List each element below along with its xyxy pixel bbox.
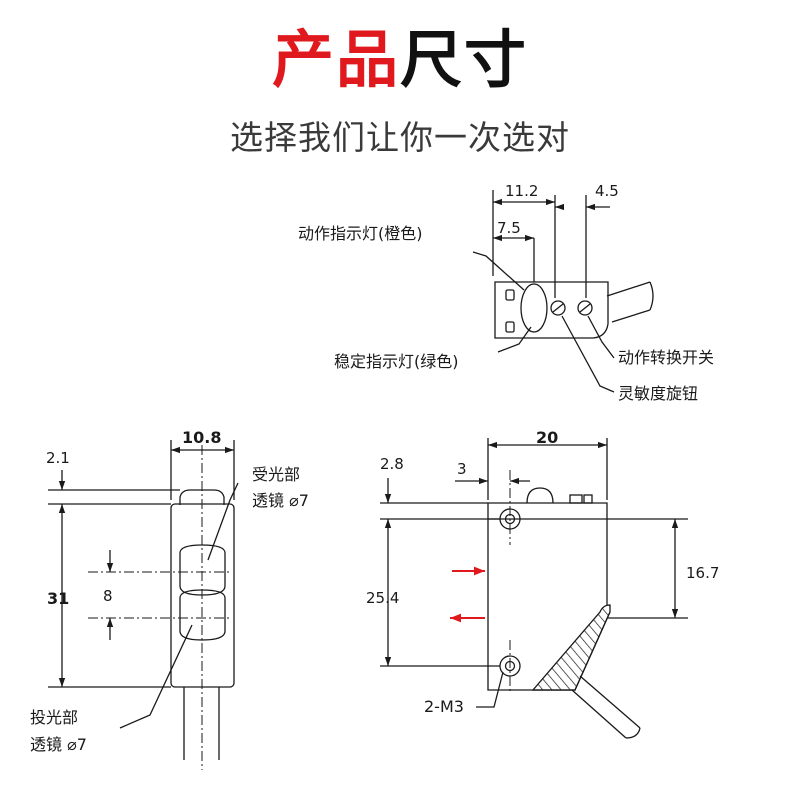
dim-10-8: 10.8 — [182, 428, 221, 447]
leader-action-led — [472, 251, 525, 291]
label-action-led: 动作指示灯(橙色) — [298, 224, 423, 243]
top-view — [472, 190, 654, 393]
leader-emitter-lens — [119, 624, 193, 729]
receiver-lens-icon — [179, 544, 226, 596]
top-view-body — [494, 281, 609, 339]
dim-11-2: 11.2 — [505, 182, 538, 200]
leader-mode-switch — [587, 315, 615, 359]
side-view — [380, 438, 688, 739]
dim-31: 31 — [47, 589, 69, 608]
dim-25-4: 25.4 — [366, 589, 399, 607]
top-view-slot-lower — [505, 321, 515, 333]
leader-stable-led — [497, 326, 532, 353]
top-view-cable — [606, 281, 654, 323]
label-receiver-line2: 透镜 ⌀7 — [252, 491, 309, 510]
dim-16-7: 16.7 — [686, 564, 719, 582]
top-view-slot-upper — [505, 289, 515, 301]
page-title-accent: 产品 — [271, 23, 400, 96]
mode-switch-icon — [577, 300, 593, 316]
side-view-strain-relief — [531, 604, 611, 691]
side-view-body — [487, 502, 608, 691]
label-receiver-line1: 受光部 — [252, 465, 300, 484]
dim-20: 20 — [536, 428, 558, 447]
dim-4-5: 4.5 — [595, 182, 619, 200]
label-stable-led: 稳定指示灯(绿色) — [334, 352, 459, 371]
leader-sensitivity-knob — [561, 315, 615, 393]
emitter-lens-icon — [179, 589, 226, 641]
dim-7-5: 7.5 — [497, 219, 521, 237]
leader-receiver-lens — [207, 482, 239, 561]
indicator-led-lens — [520, 283, 548, 333]
dim-2-1: 2.1 — [46, 449, 70, 467]
label-sensitivity-knob: 灵敏度旋钮 — [618, 384, 698, 403]
front-view — [48, 440, 239, 770]
label-mount-holes: 2-M3 — [424, 697, 464, 716]
leader-mount-holes — [476, 671, 504, 708]
page-title: 产品尺寸 — [0, 22, 800, 98]
dim-8: 8 — [103, 587, 113, 605]
page-subtitle: 选择我们让你一次选对 — [230, 118, 570, 157]
label-emitter-line2: 透镜 ⌀7 — [30, 735, 87, 754]
dim-3: 3 — [457, 460, 467, 478]
label-mode-switch: 动作转换开关 — [618, 348, 714, 367]
page-title-main: 尺寸 — [400, 23, 529, 96]
dim-2-8: 2.8 — [380, 455, 404, 473]
label-emitter-line1: 投光部 — [30, 708, 78, 727]
sensitivity-knob-icon — [550, 300, 566, 316]
